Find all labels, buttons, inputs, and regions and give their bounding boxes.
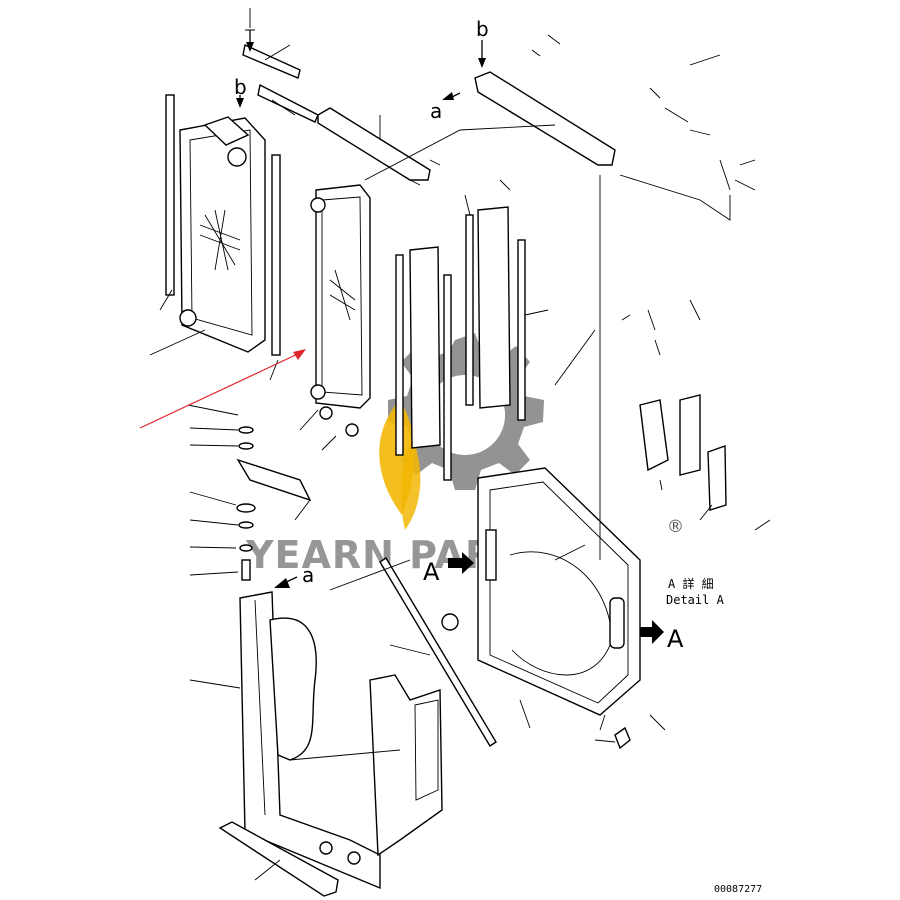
arrow-right-icon [448, 552, 474, 574]
callout-a-mid: a [302, 563, 314, 587]
lower-frame [218, 591, 443, 897]
drawing-number: 00087277 [714, 884, 762, 895]
registered-mark: ® [667, 517, 684, 537]
detail-a-covers [639, 394, 727, 511]
radiator-core [165, 94, 281, 356]
callout-b-top: b [476, 17, 489, 41]
detail-a-caption-en: Detail A [666, 593, 725, 607]
direction-arrows [236, 30, 664, 644]
callout-A-right: A [667, 625, 684, 653]
callout-a-top: a [430, 99, 442, 123]
callout-A-left: A [423, 558, 440, 586]
arrow-right-icon [640, 620, 664, 644]
callout-b-left: b [234, 75, 247, 99]
detail-a-caption-jp: A 詳 細 [668, 576, 714, 591]
leader-lines [149, 44, 771, 881]
tie-rod [379, 557, 631, 750]
top-brackets [242, 8, 731, 191]
aftercooler [395, 206, 526, 481]
fan-shroud [477, 467, 641, 716]
pointer-arrow [139, 349, 306, 429]
oil-cooler [310, 184, 371, 437]
